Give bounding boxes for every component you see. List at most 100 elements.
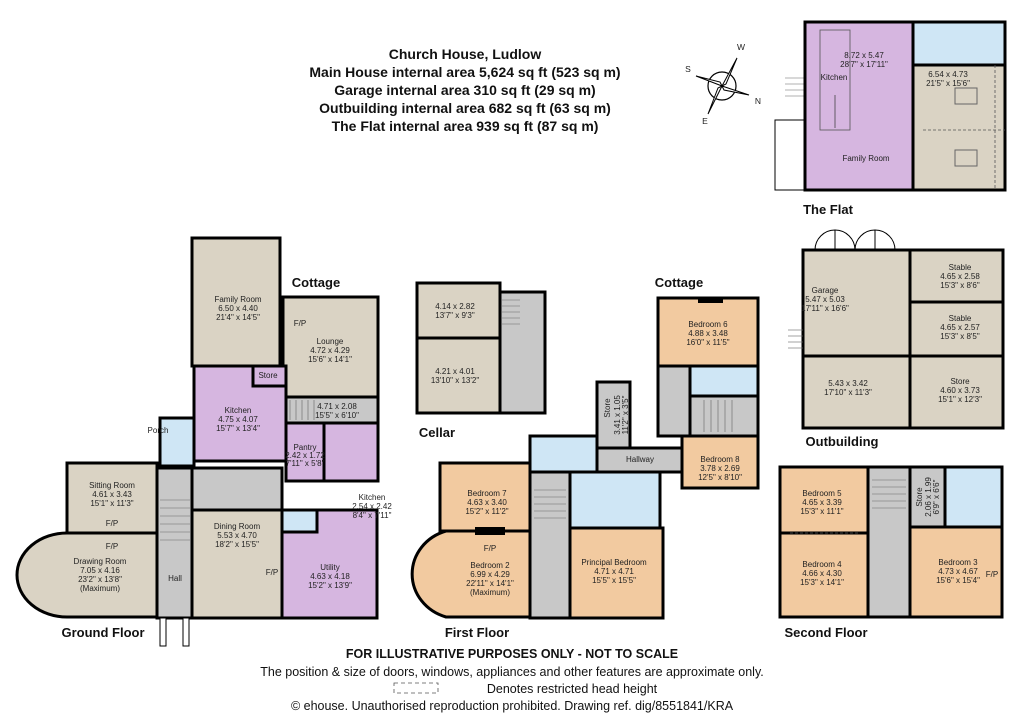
flat-kitchen-name: Kitchen [821, 73, 848, 82]
bedroom2-fp: F/P [484, 544, 496, 553]
lounge [281, 295, 380, 399]
drawing-metric: 7.05 x 4.16 [80, 566, 120, 575]
outbuilding-store [908, 354, 1005, 430]
store-sf-name: Store [915, 487, 924, 507]
utility-imperial: 15'2" x 13'9" [308, 581, 352, 590]
ground-floor-label: Ground Floor [61, 625, 144, 640]
stable2-imperial: 15'3" x 8'5" [940, 332, 980, 341]
garage-name: Garage [812, 286, 839, 295]
lounge-imperial: 15'6" x 14'1" [308, 355, 352, 364]
flat-family-metric: 8.72 x 5.47 [844, 51, 884, 60]
landing-sf [866, 465, 912, 619]
outbuilding-label: Outbuilding [806, 434, 879, 449]
first-floor-label: First Floor [445, 625, 509, 640]
outbuilding-plan: Garage 5.47 x 5.03 17'11" x 16'6" Stable… [788, 229, 1005, 449]
bedroom6-metric: 4.88 x 3.48 [688, 329, 728, 338]
flat-label: The Flat [803, 202, 854, 217]
bedroom5-imperial: 15'3" x 11'1" [800, 507, 843, 516]
kitchen-name: Kitchen [225, 406, 252, 415]
ob-store-metric: 4.60 x 3.73 [940, 386, 980, 395]
cottage-landing [656, 364, 692, 438]
bedroom5-name: Bedroom 5 [802, 489, 842, 498]
property-title: Church House, Ludlow [388, 46, 542, 62]
stable2-metric: 4.65 x 2.57 [940, 323, 980, 332]
cloakroom [280, 508, 319, 534]
store-ff-metric: 3.41 x 1.05 [613, 395, 622, 435]
drawing-fp: F/P [106, 542, 118, 551]
cellar-label: Cellar [419, 425, 455, 440]
second-floor-label: Second Floor [784, 625, 867, 640]
store-ff-name: Store [603, 398, 612, 418]
kitchen2-metric: 2.54 x 2.42 [352, 502, 392, 511]
sitting-fp: F/P [106, 519, 118, 528]
inner-hall [190, 466, 284, 512]
principal-metric: 4.71 x 4.71 [594, 567, 634, 576]
store-ff-imperial: 11'2" x 3'5" [621, 395, 630, 434]
landing-ff [528, 470, 572, 620]
kitchen2-imperial: 8'4" x 7'11" [353, 511, 392, 520]
pantry-name: Pantry [293, 443, 316, 452]
bedroom2-name: Bedroom 2 [470, 561, 510, 570]
hall-name: Hall [168, 574, 182, 583]
compass-w: W [737, 42, 745, 52]
bedroom-2 [410, 529, 532, 619]
area-garage: Garage internal area 310 sq ft (29 sq m) [334, 82, 596, 98]
principal-name: Principal Bedroom [581, 558, 647, 567]
drawing-name: Drawing Room [74, 557, 127, 566]
store [251, 364, 288, 388]
area-main-house: Main House internal area 5,624 sq ft (52… [309, 64, 621, 80]
flat-bathroom [911, 20, 1007, 67]
family-room-name: Family Room [214, 295, 261, 304]
bathroom-ff-1 [528, 434, 599, 474]
bedroom6-imperial: 16'0" x 11'5" [686, 338, 729, 347]
lounge-fp: F/P [294, 319, 306, 328]
bedroom2-metric: 6.99 x 4.29 [470, 570, 510, 579]
bedroom-8 [680, 434, 760, 490]
cottage-bathroom [688, 364, 760, 398]
ensuite-principal [568, 470, 662, 530]
ob-room-metric: 5.43 x 3.42 [828, 379, 868, 388]
dining-fp: F/P [266, 568, 278, 577]
bedroom5-metric: 4.65 x 3.39 [802, 498, 842, 507]
bedroom6-name: Bedroom 6 [688, 320, 728, 329]
second-floor-plan: Bedroom 5 4.65 x 3.39 15'3" x 11'1" Stor… [778, 465, 1004, 640]
bedroom4-metric: 4.66 x 4.30 [802, 569, 842, 578]
compass-e: E [702, 116, 708, 126]
sitting-name: Sitting Room [89, 481, 135, 490]
bedroom7-name: Bedroom 7 [467, 489, 507, 498]
area-flat: The Flat internal area 939 sq ft (87 sq … [331, 118, 599, 134]
store-ff [595, 380, 632, 450]
cellar2-metric: 4.21 x 4.01 [435, 367, 475, 376]
stable1-imperial: 15'3" x 8'6" [940, 281, 980, 290]
flat-bedroom [911, 63, 1007, 192]
cellar2-imperial: 13'10" x 13'2" [431, 376, 479, 385]
utility-name: Utility [320, 563, 340, 572]
drawing-room [15, 531, 159, 619]
principal-bedroom [568, 526, 665, 620]
bedroom3-fp: F/P [986, 570, 998, 579]
drawing-imperial: 23'2" x 13'8" [78, 575, 122, 584]
bedroom-3 [908, 525, 1004, 619]
cottage-hall [284, 395, 380, 425]
outbuilding-room [801, 354, 912, 430]
bedroom2-imperial: 22'11" x 14'1" [466, 579, 514, 588]
ob-store-imperial: 15'1" x 12'3" [938, 395, 982, 404]
copyright: © ehouse. Unauthorised reproduction proh… [290, 699, 734, 713]
porch-name: Porch [148, 426, 169, 435]
restricted-note: Denotes restricted head height [486, 682, 658, 696]
compass: W N E S [685, 42, 761, 126]
flat-family-imperial: 28'7" x 17'11" [840, 60, 888, 69]
flat-bed-metric: 6.54 x 4.73 [928, 70, 968, 79]
stable1-metric: 4.65 x 2.58 [940, 272, 980, 281]
ob-room-imperial: 17'10" x 11'3" [824, 388, 872, 397]
kitchen-2 [322, 421, 380, 483]
bedroom3-name: Bedroom 3 [938, 558, 978, 567]
flat-family-name: Family Room [842, 154, 889, 163]
bedroom8-name: Bedroom 8 [700, 455, 740, 464]
store-sf-metric: 2.06 x 1.99 [924, 477, 933, 517]
dining-room [190, 508, 284, 620]
kitchen-imperial: 15'7" x 13'4" [216, 424, 260, 433]
bedroom8-imperial: 12'5" x 8'10" [698, 473, 742, 482]
lounge-metric: 4.72 x 4.29 [310, 346, 350, 355]
bedroom7-metric: 4.63 x 3.40 [467, 498, 507, 507]
